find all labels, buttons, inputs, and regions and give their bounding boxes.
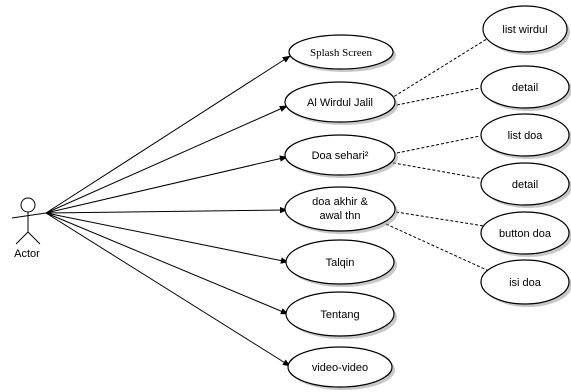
sub-use-case-button-doa: button doa — [480, 211, 571, 257]
sub-use-case-label: detail — [512, 179, 538, 191]
actor-label: Actor — [14, 248, 40, 260]
sub-use-case-label: isi doa — [509, 277, 542, 289]
association-wirdul — [45, 105, 288, 214]
dependency-wirdul-list — [389, 36, 491, 100]
use-case-wirdul: Al Wirdul Jalil — [284, 81, 398, 125]
sub-use-case-label: list doa — [508, 130, 544, 142]
association-doa-sehari — [45, 155, 288, 214]
use-case-tentang: Tentang — [285, 291, 397, 339]
actor-arms — [11, 212, 47, 219]
sub-use-case-label: list wirdul — [502, 24, 547, 36]
sub-use-case-detail-2: detail — [480, 162, 571, 208]
sub-use-case-label: button doa — [499, 228, 552, 240]
actor-head — [20, 197, 36, 213]
associations — [45, 55, 291, 367]
sub-use-case-list-wirdul: list wirdul — [482, 5, 570, 55]
actor-leg-right — [27, 231, 41, 245]
use-case-doa-sehari: Doa sehari² — [284, 134, 398, 178]
use-case-label: video-video — [312, 362, 368, 374]
use-case-splash: Splash Screen — [288, 34, 396, 72]
association-doa-akhir — [45, 206, 288, 214]
sub-use-case-list-doa: list doa — [480, 113, 571, 159]
use-case-label: Doa sehari² — [312, 150, 369, 162]
dependency-doa-list — [391, 135, 481, 155]
use-case-label-line2: awal thn — [320, 210, 361, 222]
actor-leg-left — [15, 231, 29, 245]
use-case-label-line1: doa akhir & — [312, 196, 368, 208]
sub-use-case-label: detail — [512, 82, 538, 94]
use-case-label: Tentang — [320, 309, 359, 321]
dependency-akhir-isi — [385, 223, 490, 272]
use-case-label: Talqin — [326, 257, 355, 269]
use-case-doa-akhir: doa akhir & awal thn — [284, 186, 398, 234]
dependency-doa-detail — [387, 161, 485, 180]
sub-use-case-isi-doa: isi doa — [480, 259, 571, 307]
association-talqin — [45, 212, 289, 264]
association-tentang — [45, 212, 289, 315]
association-splash — [45, 55, 291, 214]
association-video — [45, 212, 291, 367]
actor: Actor — [11, 197, 47, 260]
use-case-label: Splash Screen — [310, 47, 373, 59]
use-case-talqin: Talqin — [285, 239, 397, 287]
dependency-akhir-button — [395, 211, 485, 227]
sub-use-case-detail-1: detail — [480, 65, 571, 111]
use-case-video: video-video — [287, 346, 395, 390]
dependency-wirdul-detail — [391, 87, 481, 107]
dependencies — [385, 36, 491, 272]
use-case-label: Al Wirdul Jalil — [307, 97, 373, 109]
